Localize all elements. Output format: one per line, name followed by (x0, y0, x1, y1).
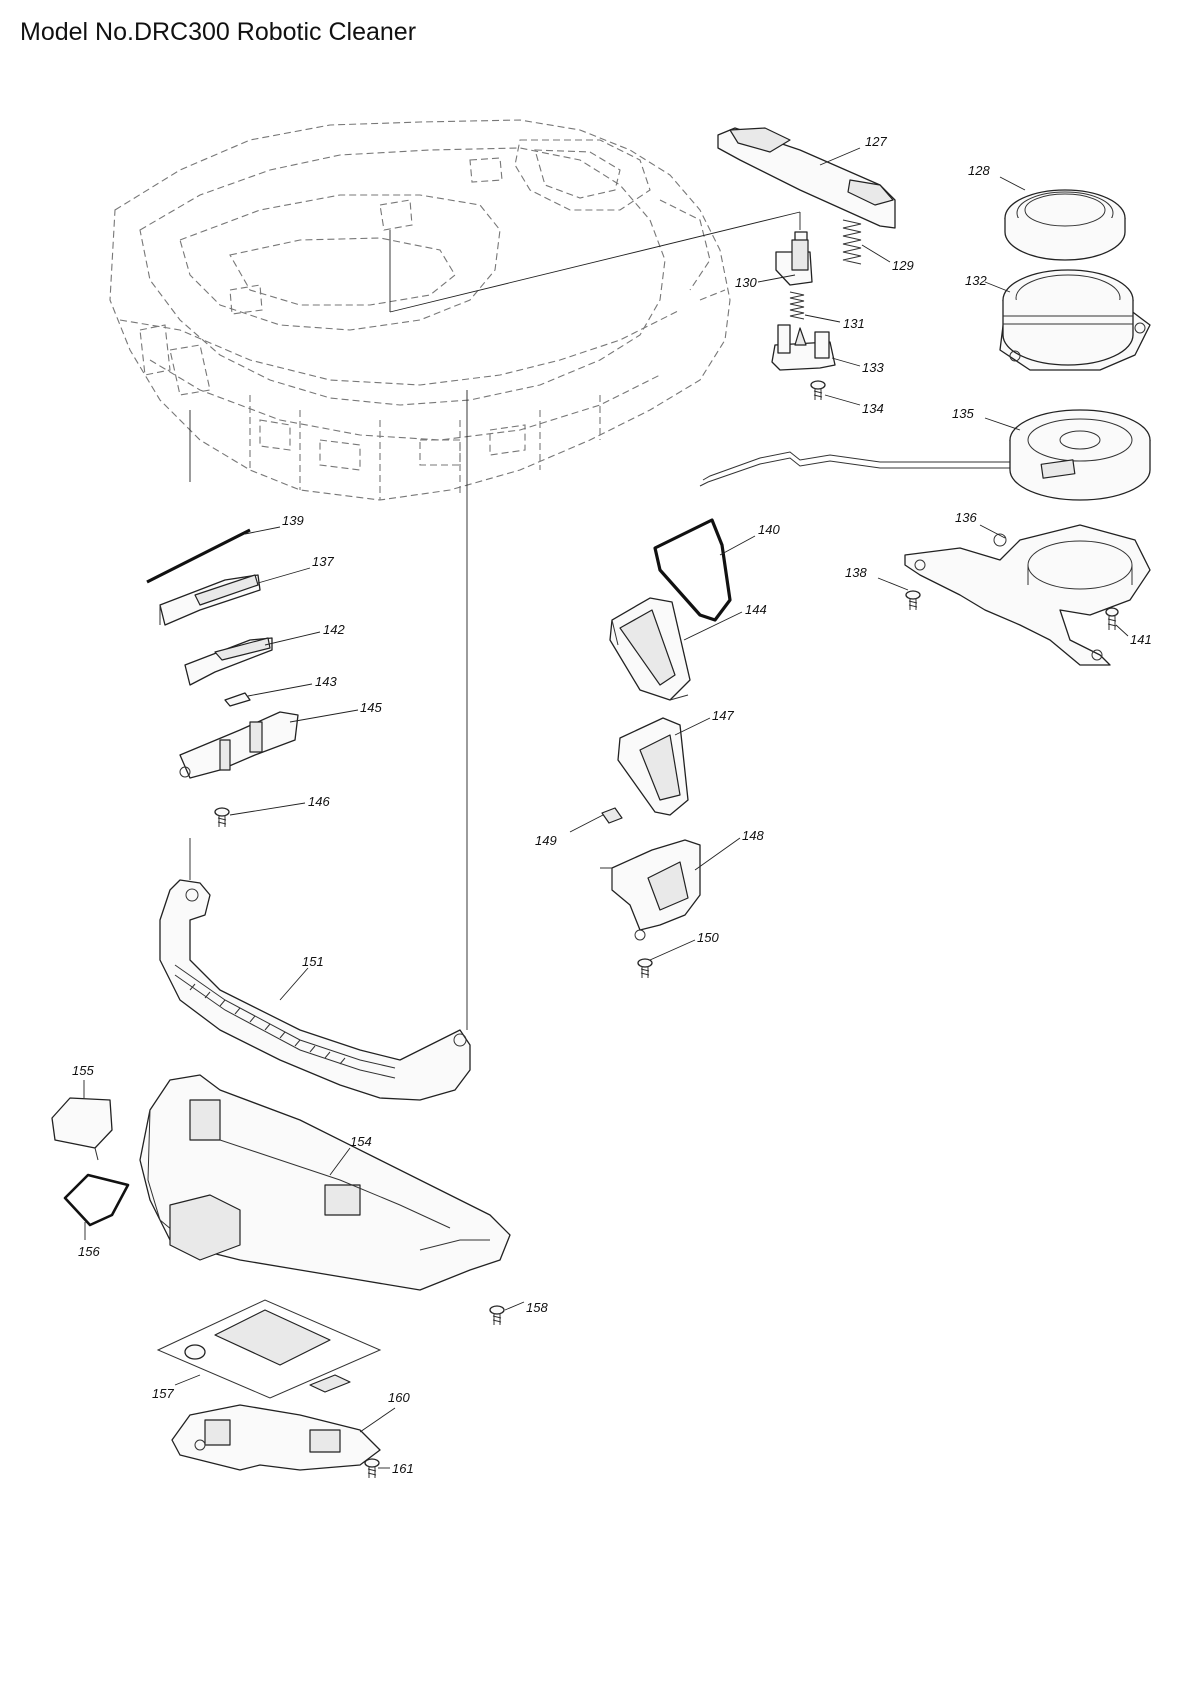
label-127: 127 (865, 134, 887, 149)
label-149: 149 (535, 833, 557, 848)
part-136-motor-frame (904, 524, 1151, 666)
part-149-pad (601, 807, 623, 824)
part-132-motor-base (999, 269, 1151, 371)
label-134: 134 (862, 401, 884, 416)
part-158-screw (489, 1305, 505, 1325)
label-144: 144 (745, 602, 767, 617)
label-145: 145 (360, 700, 382, 715)
label-143: 143 (315, 674, 337, 689)
part-labels: 127 128 129 130 131 132 133 134 135 136 … (72, 134, 1152, 1476)
label-146: 146 (308, 794, 330, 809)
part-156-seal (63, 1173, 130, 1227)
part-148-mount (600, 839, 701, 941)
part-139-gasket-strip (146, 528, 251, 584)
label-157: 157 (152, 1386, 174, 1401)
label-158: 158 (526, 1300, 548, 1315)
part-129-spring (842, 219, 862, 265)
part-134-screw (810, 380, 826, 400)
part-151-bumper (159, 879, 471, 1101)
part-135-suction-motor (699, 409, 1151, 501)
label-136: 136 (955, 510, 977, 525)
part-160-board-holder (171, 1404, 381, 1471)
part-127-latch-rail (717, 127, 896, 229)
label-161: 161 (392, 1461, 414, 1476)
label-140: 140 (758, 522, 780, 537)
part-138-screw (905, 590, 921, 610)
leader-line (389, 211, 801, 313)
label-137: 137 (312, 554, 334, 569)
label-155: 155 (72, 1063, 94, 1078)
part-137-filter-holder (159, 574, 261, 626)
label-147: 147 (712, 708, 734, 723)
label-154: 154 (350, 1134, 372, 1149)
part-144-hopper (609, 597, 691, 701)
part-143-clip (224, 692, 251, 707)
part-131-spring (789, 291, 805, 320)
part-161-screw (364, 1458, 380, 1478)
part-141-screw (1105, 607, 1119, 630)
housing-outline (109, 119, 731, 501)
label-148: 148 (742, 828, 764, 843)
part-154-lower-frame (139, 1074, 511, 1291)
part-157-control-board (156, 1299, 382, 1399)
part-140-seal-loop (653, 518, 732, 622)
label-132: 132 (965, 273, 987, 288)
page-title: Model No.DRC300 Robotic Cleaner (20, 18, 417, 46)
label-129: 129 (892, 258, 914, 273)
label-151: 151 (302, 954, 324, 969)
label-133: 133 (862, 360, 884, 375)
part-130-pin-holder (775, 231, 813, 286)
label-139: 139 (282, 513, 304, 528)
part-128-seal-ring (1004, 189, 1126, 261)
part-133-bracket (771, 324, 836, 371)
part-142-filter-cover (184, 637, 273, 686)
label-131: 131 (843, 316, 865, 331)
label-142: 142 (323, 622, 345, 637)
label-156: 156 (78, 1244, 100, 1259)
label-128: 128 (968, 163, 990, 178)
label-leaders (83, 147, 1129, 1469)
part-155-lid (51, 1097, 113, 1161)
label-160: 160 (388, 1390, 410, 1405)
label-150: 150 (697, 930, 719, 945)
label-141: 141 (1130, 632, 1152, 647)
label-135: 135 (952, 406, 974, 421)
part-146-screw (214, 807, 230, 827)
part-147-duct (617, 717, 689, 816)
label-138: 138 (845, 565, 867, 580)
part-150-screw (637, 958, 653, 978)
part-145-bracket (179, 711, 299, 779)
label-130: 130 (735, 275, 757, 290)
